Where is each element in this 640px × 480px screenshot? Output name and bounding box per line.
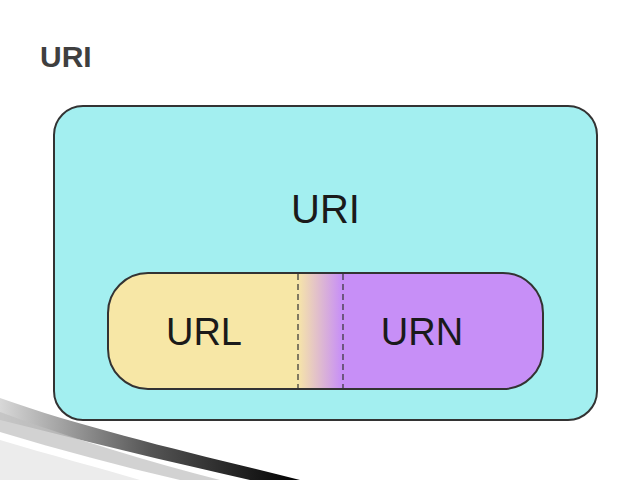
urn-region: URN (344, 274, 500, 390)
swoosh-stroke (0, 440, 140, 480)
uri-box: URI URL URN (53, 105, 598, 421)
url-region: URL (109, 274, 299, 390)
node-label: URN (381, 311, 463, 354)
overlap-dash (297, 274, 298, 388)
inner-pill (53, 105, 586, 421)
swoosh-stroke (0, 412, 220, 480)
node-label: URL (166, 311, 242, 354)
node-label: URI (55, 187, 596, 232)
overlap-dash (342, 274, 343, 388)
slide-title: URI (40, 40, 92, 74)
pill-outline (108, 273, 543, 389)
